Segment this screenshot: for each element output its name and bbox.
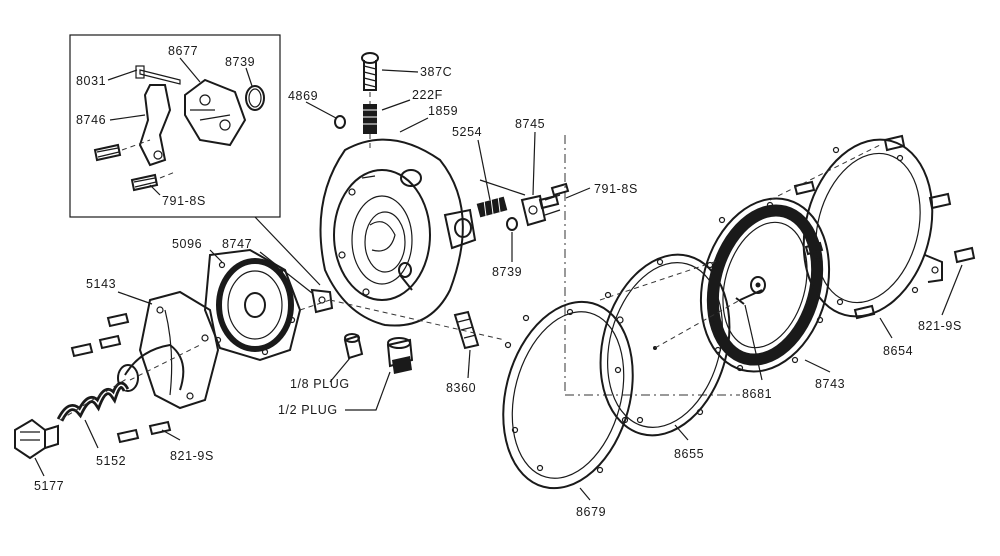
part-8679-gasket (502, 300, 634, 490)
label-1-2-plug: 1/2 PLUG (278, 403, 338, 417)
part-8654-cover (802, 138, 943, 318)
label-8360: 8360 (446, 381, 476, 395)
part-8681-stem (735, 289, 763, 305)
part-1-8-plug (343, 333, 364, 360)
label-8655: 8655 (674, 447, 704, 461)
label-8739-mid: 8739 (492, 265, 522, 279)
label-1-8-plug: 1/8 PLUG (290, 377, 350, 391)
part-5177-cap (14, 418, 59, 460)
label-8746: 8746 (76, 113, 106, 127)
label-8031: 8031 (76, 74, 106, 88)
label-5096: 5096 (172, 237, 202, 251)
label-5143: 5143 (86, 277, 116, 291)
label-8679: 8679 (576, 505, 606, 519)
part-222f-spring (363, 104, 377, 134)
label-5152: 5152 (96, 454, 126, 468)
part-8739-ring-mid (506, 217, 518, 231)
part-4869-nut (334, 115, 346, 129)
part-5254-spring (476, 195, 508, 218)
part-8743-diaphragm (699, 197, 831, 373)
label-387c: 387C (420, 65, 452, 79)
label-8743: 8743 (815, 377, 845, 391)
inset-box (69, 34, 321, 286)
label-8747: 8747 (222, 237, 252, 251)
inset-screws (93, 139, 176, 192)
part-8746-lever (138, 84, 172, 167)
label-8677: 8677 (168, 44, 198, 58)
label-5177: 5177 (34, 479, 64, 493)
part-5096-diaphragm (203, 248, 302, 362)
screws-left (70, 312, 172, 444)
part-8739-ring-top (245, 85, 265, 111)
part-5143-cover (117, 290, 220, 410)
label-8654: 8654 (883, 344, 913, 358)
label-8681: 8681 (742, 387, 772, 401)
part-1-2-plug (386, 337, 414, 374)
label-791-8s-right: 791-8S (594, 182, 638, 196)
label-791-8s-inset: 791-8S (162, 194, 206, 208)
part-1859-housing (319, 138, 477, 327)
label-821-9s-left: 821-9S (170, 449, 214, 463)
part-labels: 387C 222F 1859 4869 8031 8677 8739 8746 … (34, 44, 962, 519)
part-8031-pin (135, 65, 181, 85)
label-8739-top: 8739 (225, 55, 255, 69)
part-5152-spring (56, 381, 130, 422)
label-4869: 4869 (288, 89, 318, 103)
part-8360-bolt (453, 310, 480, 350)
label-5254: 5254 (452, 125, 482, 139)
part-8747 (310, 288, 334, 314)
screws-right (538, 134, 976, 320)
label-8745: 8745 (515, 117, 545, 131)
label-821-9s-right: 821-9S (918, 319, 962, 333)
label-222f: 222F (412, 88, 443, 102)
part-8677-bracket (184, 78, 247, 147)
part-387c-screw (361, 52, 379, 91)
leader-lines (34, 57, 963, 501)
label-1859: 1859 (428, 104, 458, 118)
